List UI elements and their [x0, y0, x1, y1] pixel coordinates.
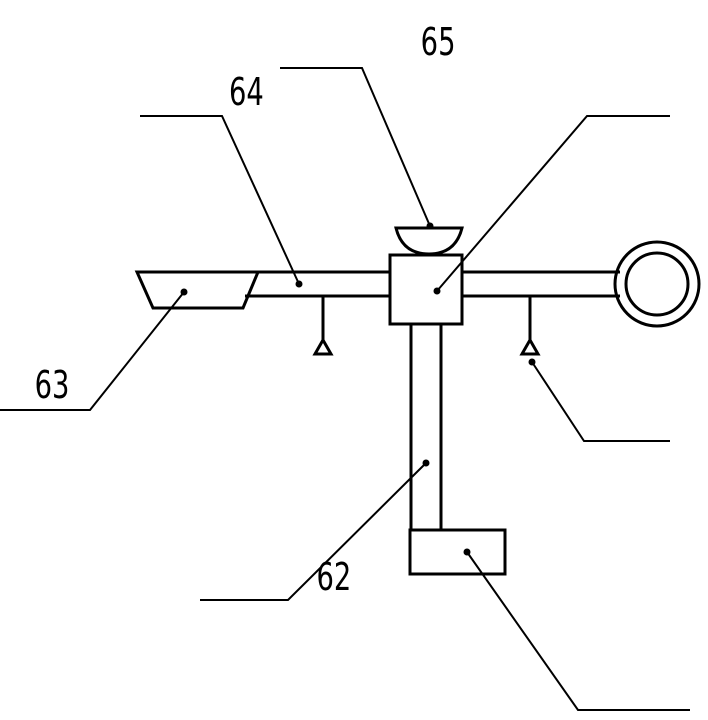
label-63: 63 — [35, 362, 70, 407]
label-65: 65 — [421, 19, 456, 64]
leader-63 — [0, 292, 184, 410]
wheel-outer — [615, 242, 699, 326]
leader-64 — [140, 116, 299, 284]
top-bowl — [396, 228, 462, 254]
support-left — [315, 296, 331, 354]
label-62: 62 — [316, 554, 351, 599]
beam-right — [462, 272, 620, 296]
wheel-inner — [626, 253, 688, 315]
leader-66 — [437, 116, 670, 291]
beam-left — [137, 272, 390, 296]
leader-65 — [280, 68, 430, 226]
support-right — [522, 296, 538, 354]
central-joint-box — [390, 255, 462, 324]
leader-61 — [467, 552, 690, 710]
left-container — [137, 272, 258, 308]
base-block — [410, 530, 505, 574]
leader-62 — [200, 463, 426, 600]
vertical-column — [411, 324, 441, 530]
label-64: 64 — [229, 69, 264, 114]
leader-67 — [532, 362, 670, 441]
